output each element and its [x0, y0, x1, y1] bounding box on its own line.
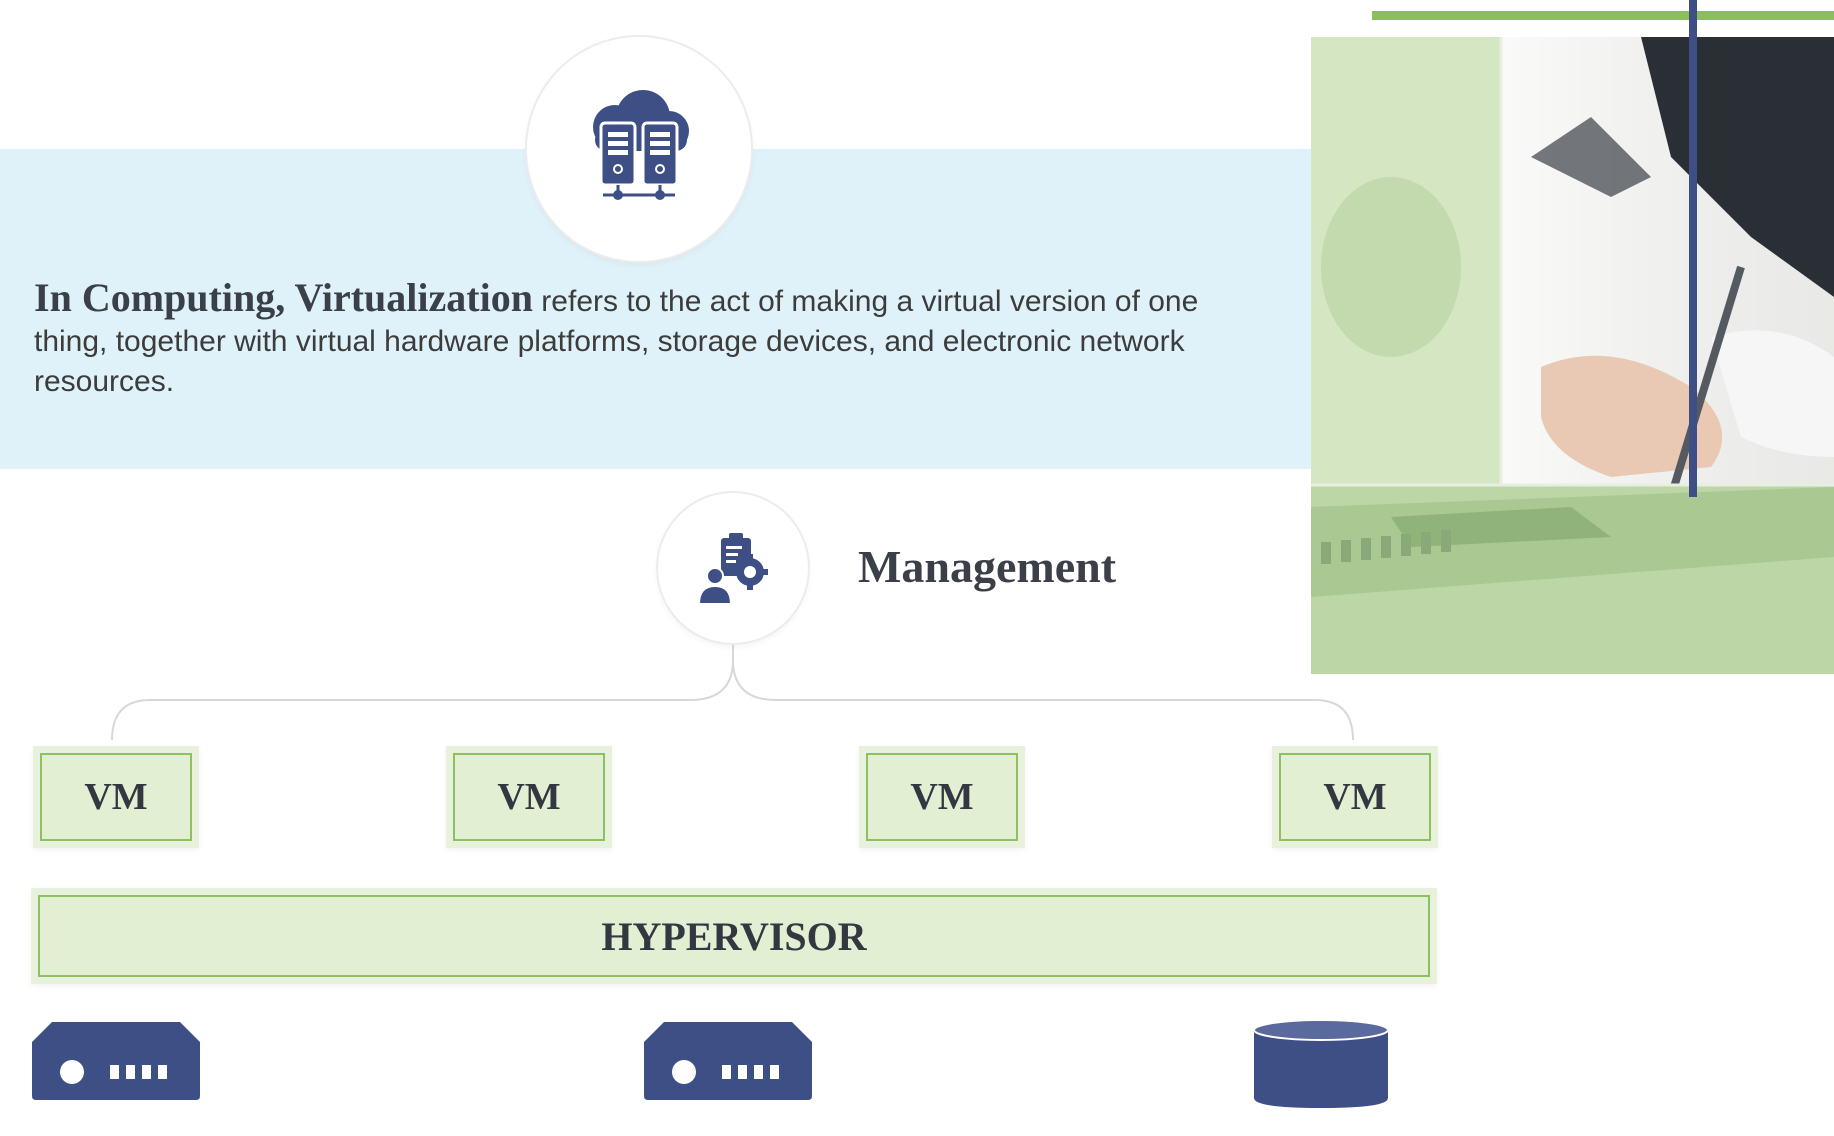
cloud-icon-circle [527, 37, 751, 261]
description-lead: In Computing, Virtualization [34, 275, 533, 320]
accent-line-green [1372, 11, 1834, 20]
vm-box: VM [40, 753, 192, 841]
cloud-server-icon [593, 90, 689, 200]
vm-box: VM [866, 753, 1018, 841]
virtualization-description: In Computing, Virtualization refers to t… [34, 278, 1234, 402]
vm-box: VM [453, 753, 605, 841]
description-body: refers to the act of making a virtual ve… [34, 285, 1199, 398]
management-label: Management [858, 541, 1117, 592]
management-icon-circle [658, 493, 808, 643]
hypervisor-box: HYPERVISOR [38, 895, 1430, 977]
database-icon [1253, 1019, 1389, 1108]
writing-hand-image [1311, 37, 1834, 674]
server-icon [644, 1022, 812, 1100]
server-icon [32, 1022, 200, 1100]
management-settings-icon [697, 533, 768, 605]
vm-box: VM [1279, 753, 1431, 841]
office-photo [1311, 37, 1834, 674]
accent-line-navy [1689, 0, 1697, 497]
